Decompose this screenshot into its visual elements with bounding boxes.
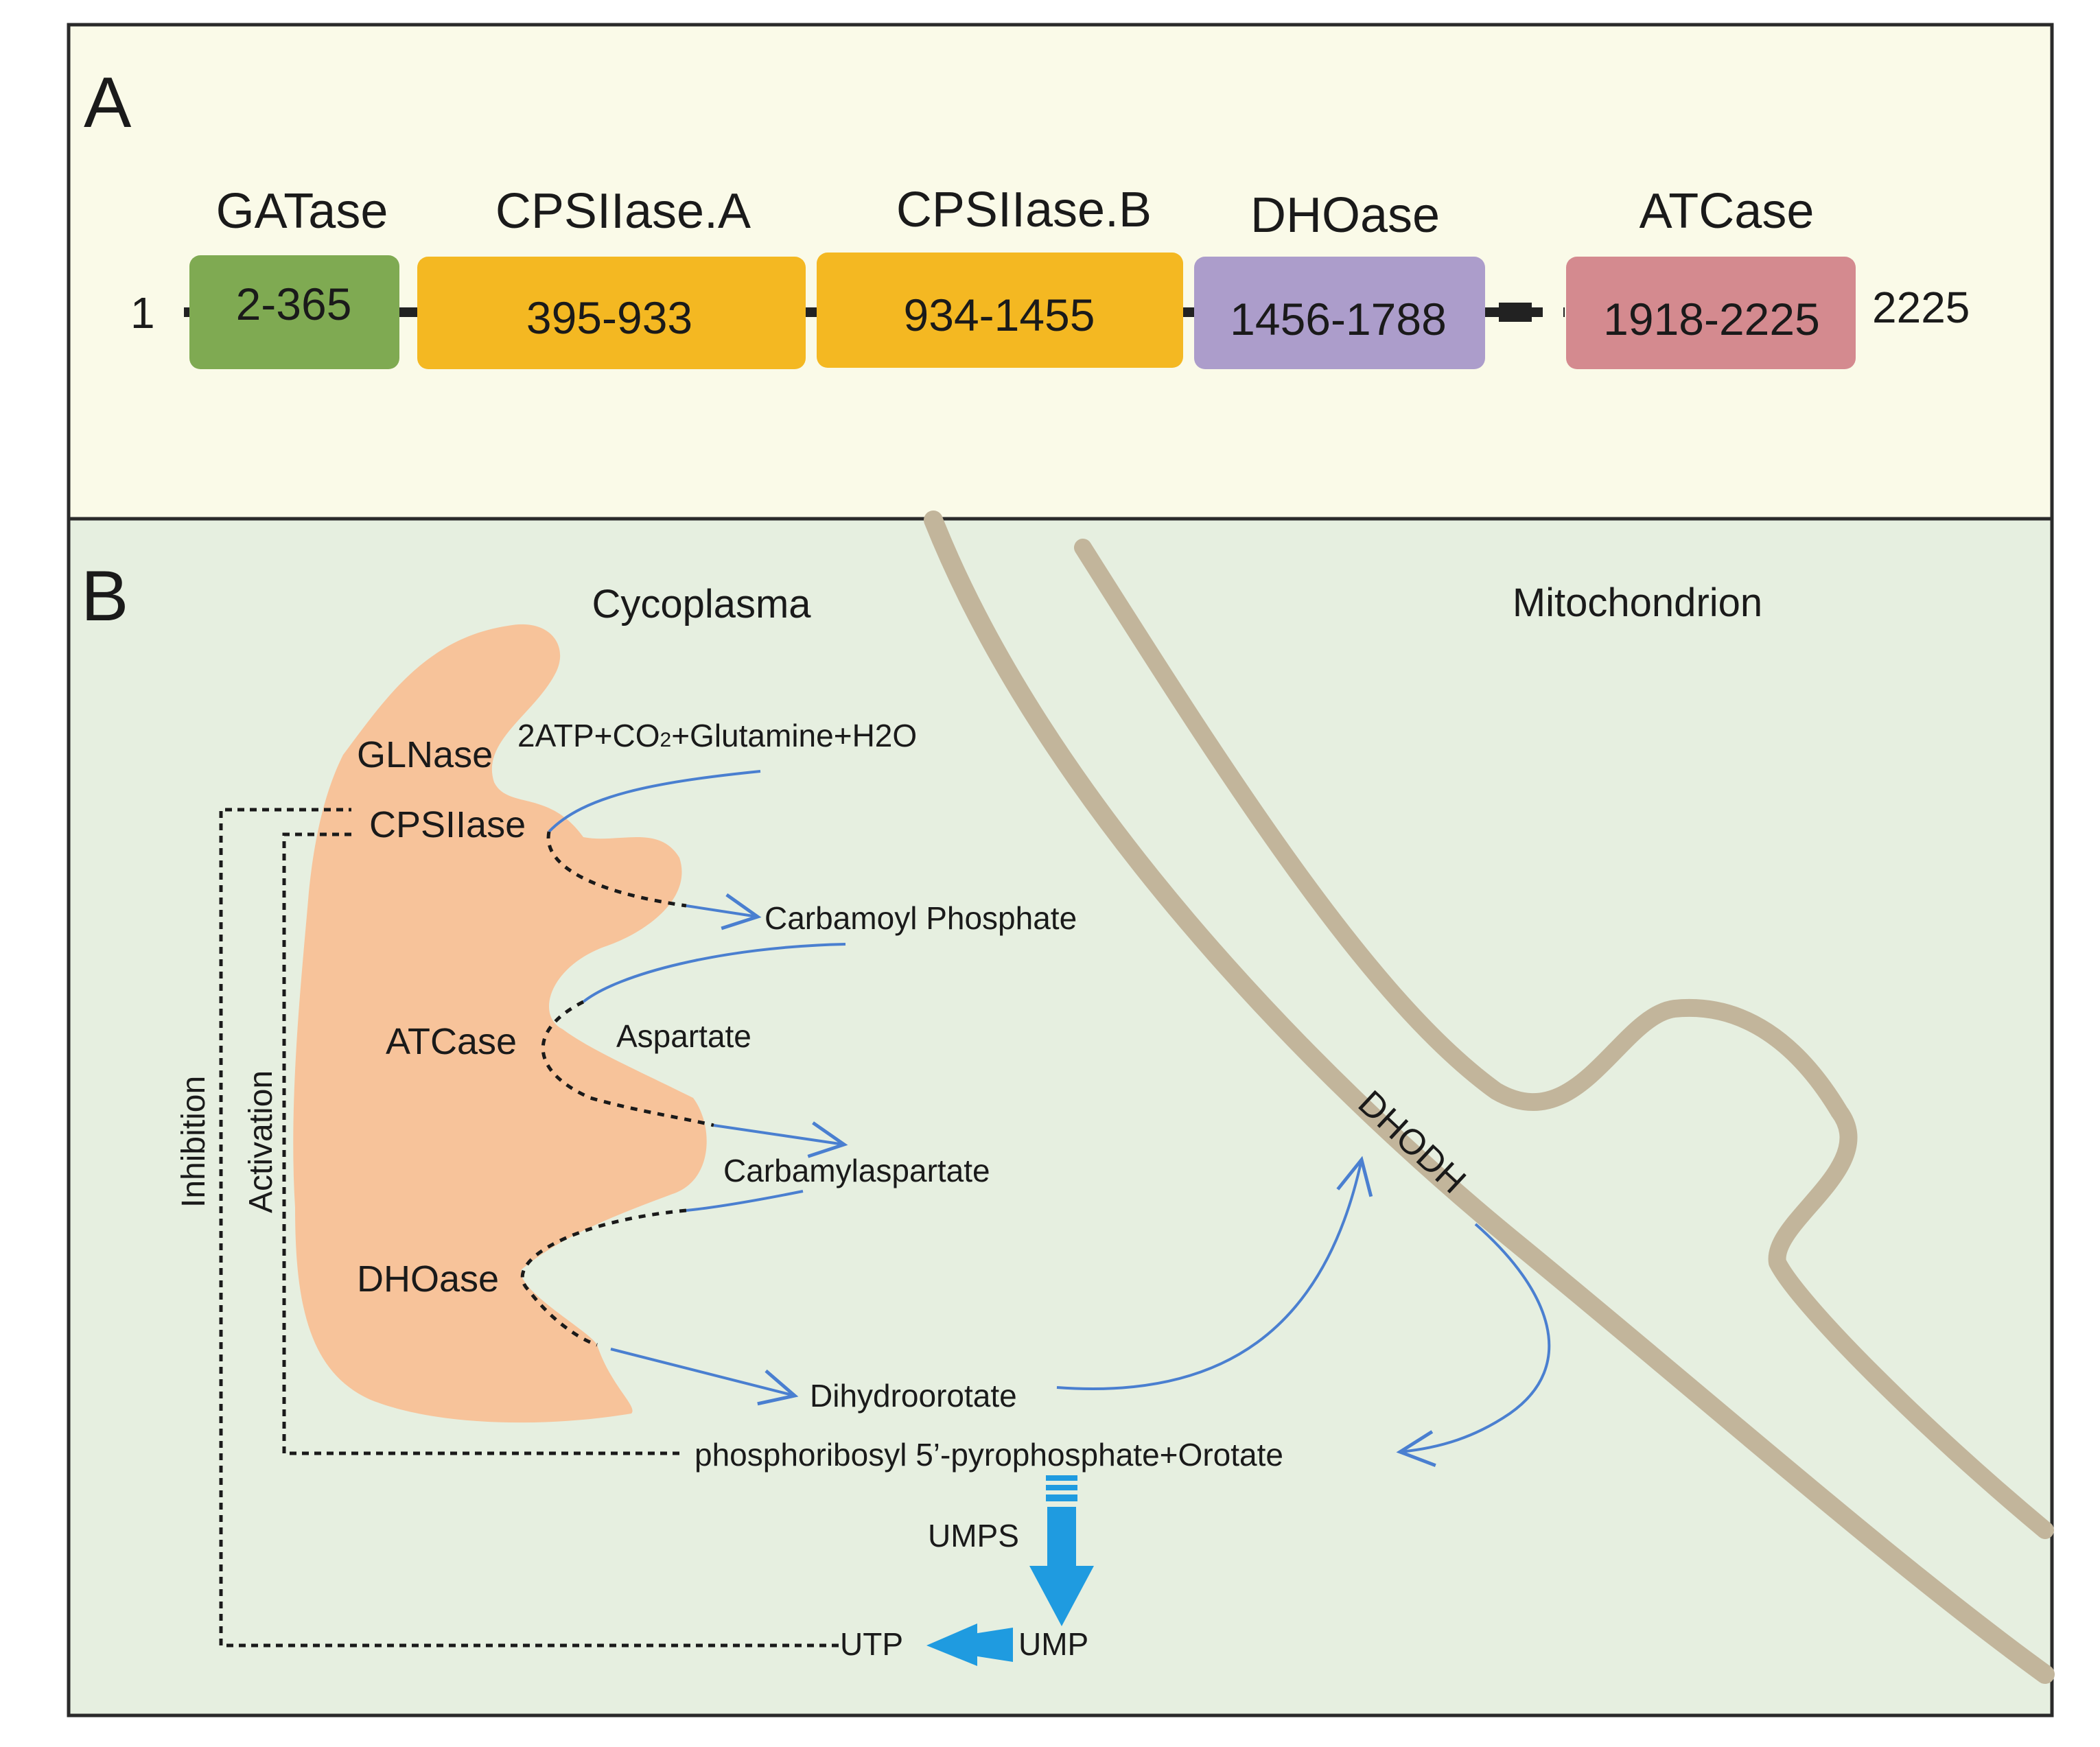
domain-box <box>417 257 806 369</box>
activation-label: Activation <box>243 1070 279 1213</box>
enzyme-dhoase: DHOase <box>357 1258 499 1300</box>
umps-arrow <box>1029 1475 1094 1626</box>
aspartate-label: Aspartate <box>616 1018 751 1054</box>
start-residue: 1 <box>130 288 155 338</box>
domain-range: 1918-2225 <box>1603 294 1820 344</box>
carbamylaspartate-arrow <box>713 1121 848 1158</box>
inhibition-label: Inhibition <box>176 1076 212 1208</box>
domain-cpsiiase-a: CPSIIase.A 395-933 <box>417 184 806 369</box>
domain-range: 1456-1788 <box>1230 294 1447 344</box>
domain-name: CPSIIase.B <box>896 183 1152 237</box>
cytoplasm-label: Cycoplasma <box>592 582 811 626</box>
domain-box <box>817 253 1183 368</box>
domain-gatase: GATase 2-365 <box>189 184 399 369</box>
carbamylaspartate-to-dhoase-arrow <box>686 1190 804 1212</box>
inhibition-line <box>219 808 839 1648</box>
dhodh-to-orotate-arrow <box>1396 1223 1551 1468</box>
carbamoyl-phosphate-arrow <box>686 893 762 930</box>
domain-range: 2-365 <box>236 279 352 329</box>
ump-to-utp-arrow <box>926 1623 1013 1666</box>
dihydroorotate-to-dhodh-arrow <box>1056 1156 1373 1391</box>
substrates-label: 2ATP+CO2+Glutamine+H2O <box>517 718 917 753</box>
domain-name: CPSIIase.A <box>495 184 751 239</box>
cad-enzyme-shape <box>293 624 707 1423</box>
domain-box <box>1566 257 1856 369</box>
prpp-orotate-label: phosphoribosyl 5’-pyrophosphate+Orotate <box>695 1437 1283 1473</box>
enzyme-atcase: ATCase <box>386 1021 517 1062</box>
utp-label: UTP <box>840 1626 903 1662</box>
domain-name: GATase <box>216 184 388 239</box>
carbamylaspartate-label: Carbamylaspartate <box>723 1153 990 1188</box>
panel-b: B Cycoplasma Mitochondrion GLNase CPSIIa… <box>67 511 2055 1717</box>
substrate-to-cpsiiase-arrow <box>548 770 761 833</box>
inner-mitochondrial-membrane <box>1074 539 2054 1539</box>
end-residue: 2225 <box>1872 283 1970 332</box>
dihydroorotate-arrow <box>610 1348 799 1406</box>
activation-line <box>282 832 679 1455</box>
cpsiiase-dotted-path <box>546 831 687 908</box>
domain-atcase: ATCase 1918-2225 <box>1566 184 1856 369</box>
atcase-dotted-path <box>541 1000 714 1127</box>
domain-range: 934-1455 <box>904 290 1095 340</box>
mitochondrion-label: Mitochondrion <box>1513 581 1762 625</box>
domain-range: 395-933 <box>526 292 692 343</box>
carbamoyl-to-atcase-arrow <box>582 943 846 1003</box>
enzyme-umps: UMPS <box>928 1518 1019 1553</box>
dihydroorotate-label: Dihydroorotate <box>810 1378 1017 1414</box>
panel-a-letter: A <box>84 63 132 143</box>
panel-b-letter: B <box>81 556 128 636</box>
domain-dhoase: DHOase 1456-1788 <box>1194 188 1485 369</box>
outer-mitochondrial-membrane <box>924 511 2055 1684</box>
enzyme-cpsiiase: CPSIIase <box>369 804 526 845</box>
domain-box <box>189 255 399 369</box>
carbamoyl-phosphate-label: Carbamoyl Phosphate <box>765 900 1077 936</box>
domain-cpsiiase-b: CPSIIase.B 934-1455 <box>817 183 1183 368</box>
domain-name: ATCase <box>1640 184 1815 239</box>
domain-name: DHOase <box>1250 188 1440 243</box>
enzyme-glnase: GLNase <box>357 734 493 775</box>
panel-a: A 1 2225 GATase 2-365 CPSIIase.A 395-933… <box>67 23 2054 521</box>
domain-box <box>1194 257 1485 369</box>
ump-label: UMP <box>1018 1626 1088 1662</box>
